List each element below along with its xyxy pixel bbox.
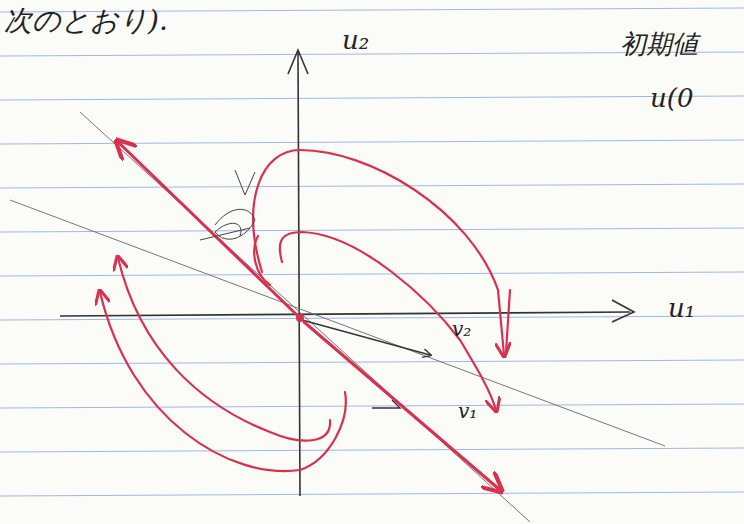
vector-label: v₁ <box>458 400 477 422</box>
axis-label: u₁ <box>668 294 695 323</box>
note-text: 次のとおり). <box>4 6 168 37</box>
vector-label: v₂ <box>452 318 471 340</box>
eigen-lines <box>10 112 665 522</box>
notebook-lines <box>0 8 744 496</box>
axes <box>60 50 634 496</box>
trajectories <box>100 142 510 490</box>
axis-label: u₂ <box>342 26 369 55</box>
eigenvectors <box>302 320 430 408</box>
origin-dot <box>296 314 304 322</box>
note-text: u(0 <box>650 84 693 113</box>
scribble <box>200 170 255 240</box>
note-text: 初期値 <box>620 30 698 59</box>
